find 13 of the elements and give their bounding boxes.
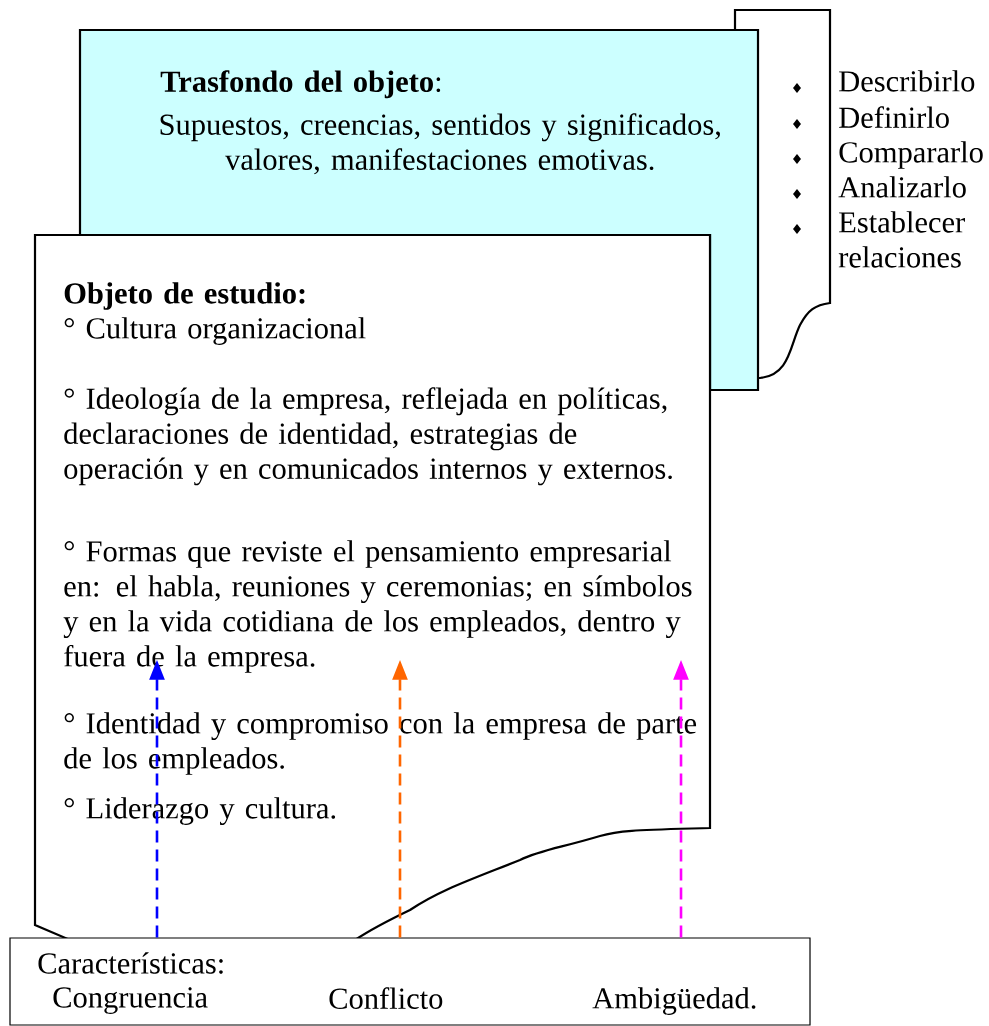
list-item: Definirlo	[839, 106, 949, 128]
paragraph: ° Liderazgo y cultura.	[64, 797, 336, 825]
paragraph: Supuestos, creencias, sentidos y significados, valores, manifestaciones emotivas.	[160, 113, 720, 175]
heading: Objeto de estudio:	[64, 282, 305, 310]
paragraph: Trasfondo del objeto:	[160, 70, 441, 99]
list-item: Establecer relaciones	[838, 211, 965, 268]
paragraph: ° Formas que reviste el pensamiento empresarial en: el habla, reuniones y ceremonias; en símbolos y en la vida cotidiana de los empleados, dentro y fuera de la empresa.	[63, 540, 692, 673]
list-item: Compararlo	[839, 141, 983, 169]
list-item: Analizarlo	[838, 176, 966, 198]
text-box: Características: Congruencia Conflicto Ambigüedad.	[9, 937, 811, 1026]
paragraph: ° Ideología de la empresa, reflejada en políticas, declaraciones de identidad, estrategias de operación y en comunicados internos y externos.	[64, 387, 672, 486]
list-item: Describirlo	[839, 70, 975, 92]
paragraph: ° Cultura organizacional	[64, 317, 366, 345]
